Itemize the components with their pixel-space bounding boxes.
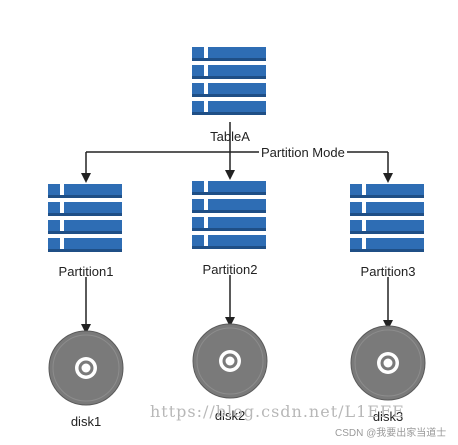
table-icon [192,181,266,249]
table-row-shadow [350,231,424,234]
table-key-cell [192,65,204,79]
table-row-shadow [192,192,266,195]
disk-label: disk3 [372,409,404,424]
table-icon [48,184,122,252]
table-row-shadow [48,231,122,234]
table-row-block [64,238,122,252]
disk-spindle [81,363,91,373]
table-row-shadow [192,76,266,79]
disk-label: disk1 [70,414,102,429]
table-row-shadow [48,195,122,198]
partition-mode-label: Partition Mode [259,145,347,160]
table-row-shadow [192,112,266,115]
table-row-block [208,181,266,195]
table-key-cell [48,202,60,216]
table-row-block [208,65,266,79]
partition-label: Partition1 [58,264,114,279]
disk-spindle [383,358,393,368]
table-row-shadow [192,58,266,61]
table-row-shadow [350,249,424,252]
table-key-cell [48,220,60,234]
table-row-block [366,184,424,198]
table-key-cell [48,238,60,252]
table-row-block [208,217,266,231]
partition-label: Partition2 [202,262,258,277]
disk-spindle [225,356,235,366]
table-row-block [208,235,266,249]
table-icon [350,184,424,252]
disk-rim [52,334,120,402]
table-row-shadow [192,228,266,231]
table-key-cell [192,47,204,61]
partition-label: Partition3 [360,264,416,279]
table-key-cell [350,220,362,234]
table-row-shadow [48,249,122,252]
table-row-block [64,220,122,234]
disk-icon [192,323,268,399]
watermark-url: https://blog.csdn.net/L1EFE [150,402,405,421]
disk-icon [350,325,426,401]
table-row-shadow [350,213,424,216]
table-key-cell [350,202,362,216]
table-row-block [208,83,266,97]
disk-rim [196,327,264,395]
table-row-block [208,101,266,115]
table-key-cell [192,181,204,195]
table-row-shadow [192,246,266,249]
table-key-cell [192,83,204,97]
table-row-shadow [350,195,424,198]
table-key-cell [192,235,204,249]
disk-rim [354,329,422,397]
table-row-shadow [48,213,122,216]
table-key-cell [48,184,60,198]
table-row-block [208,47,266,61]
watermark-credit: CSDN @我要出家当道士 [335,428,447,439]
table-row-block [366,202,424,216]
table-key-cell [350,238,362,252]
table-row-block [64,202,122,216]
disk-label: disk2 [214,408,246,423]
table-key-cell [192,101,204,115]
table-icon [192,47,266,115]
disk-icon [48,330,124,406]
table-row-shadow [192,94,266,97]
table-row-block [64,184,122,198]
table-row-block [366,238,424,252]
table-row-block [366,220,424,234]
table-key-cell [192,199,204,213]
table-key-cell [350,184,362,198]
table-key-cell [192,217,204,231]
table-row-shadow [192,210,266,213]
table-row-block [208,199,266,213]
table-label: TableA [210,129,250,144]
